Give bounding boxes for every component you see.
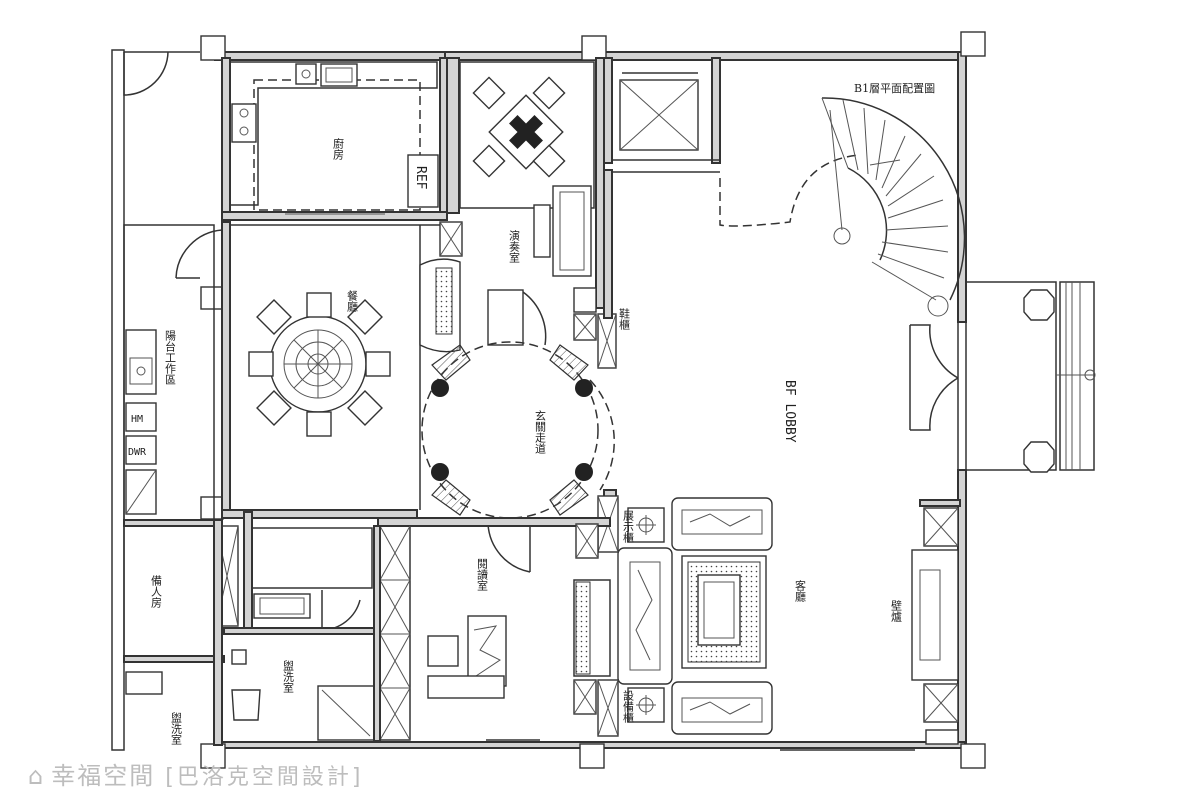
foyer-label: 玄關走道 [534,409,547,454]
spiral-staircase: B1層平面配置圖 [719,82,966,317]
shoe-cabinet-label: 鞋櫃 [618,307,631,331]
kitchen: REF 廚房 [221,57,448,221]
dwr-label: DWR [128,447,147,458]
study-label: 閱讀室 [476,558,489,591]
living-room: 客廳 壁爐 展示櫃 設備櫃 [597,495,961,751]
bath-area: 盥洗室 [223,511,381,742]
helper-room-label: 備人房 [150,575,163,609]
plan-title: B1層平面配置圖 [854,82,935,95]
piano-room-label: 演奏室 [508,229,521,263]
ref-label: REF [413,166,428,190]
bath-label: 盥洗室 [282,660,295,693]
kitchen-label: 廚房 [332,137,345,161]
utility-column: HM DWR 陽台工作區 備人房 盥洗室 [123,224,239,746]
elevator [603,57,721,173]
bath-small-label: 盥洗室 [170,712,183,745]
dining-label: 餐廳 [346,289,359,313]
watermark-brand: 幸福空間 [51,762,156,790]
equipment-cabinet-label: 設備櫃 [622,689,635,724]
piano-room: 演奏室 [446,57,605,346]
study-room: 閱讀室 [377,517,611,741]
house-icon: ⌂ [28,762,46,790]
watermark: ⌂幸福空間 [巴洛克空間設計] [28,756,363,791]
foyer: 玄關走道 [421,341,615,573]
display-cabinet-label: 展示櫃 [622,510,635,544]
fireplace-label: 壁爐 [890,599,903,623]
dining-room: 餐廳 [175,221,461,519]
living-label: 客廳 [794,579,807,603]
exterior-platform [965,281,1096,473]
lobby: BF LOBBY [782,322,959,470]
entry-door [123,51,169,96]
work-area-label: 陽台工作區 [164,330,177,385]
hm-label: HM [131,414,143,425]
lobby-label: BF LOBBY [782,380,797,443]
cabinet-boxes: 鞋櫃 [439,221,631,369]
watermark-credit: [巴洛克空間設計] [165,765,364,790]
